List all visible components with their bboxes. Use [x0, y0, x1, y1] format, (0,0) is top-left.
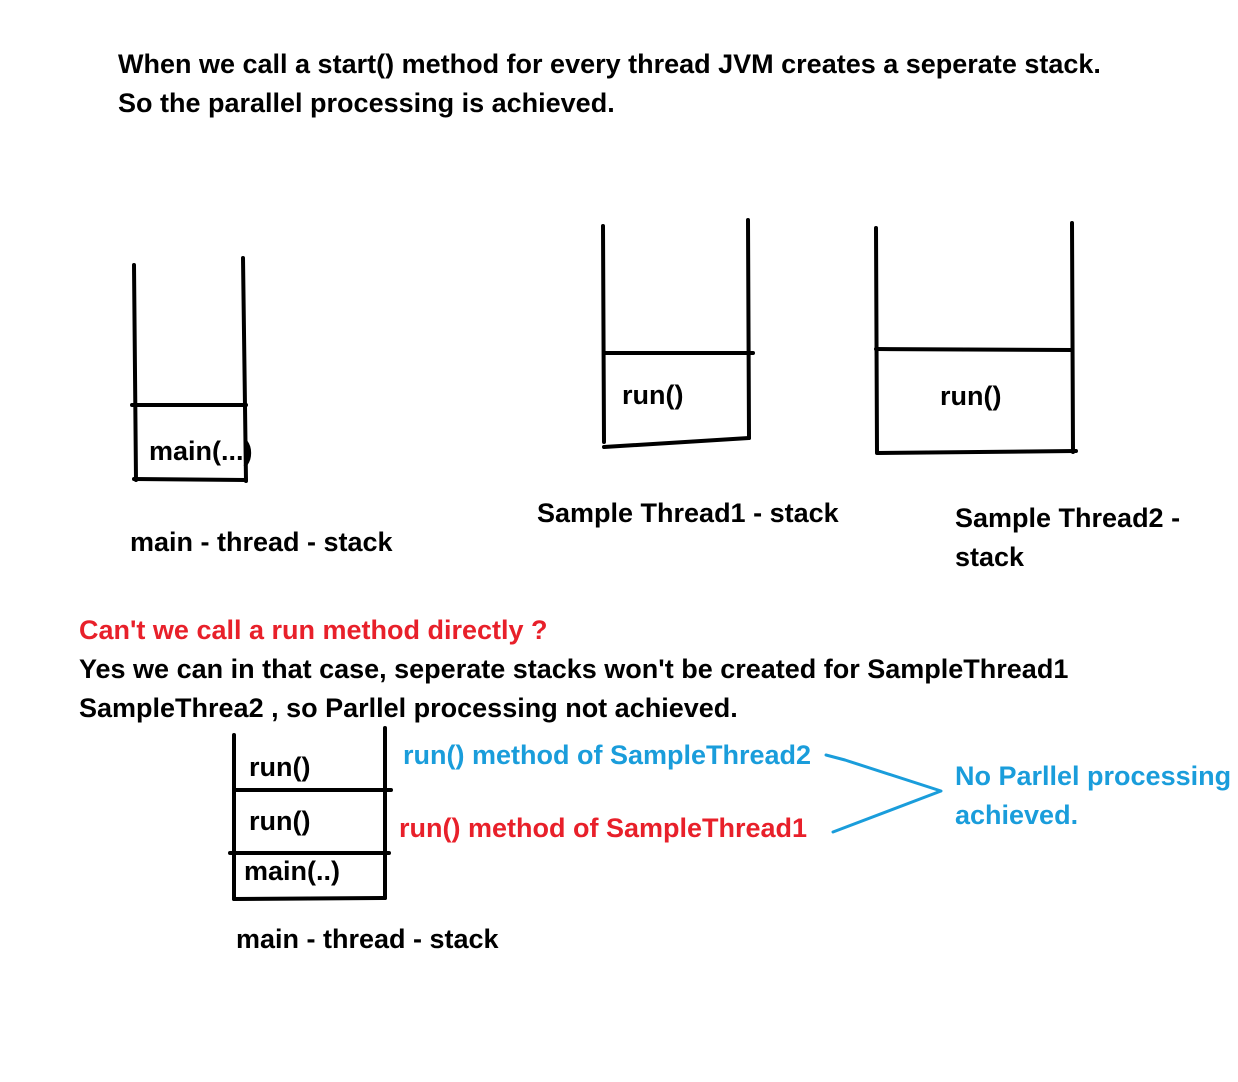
direct-stack-caption: main - thread - stack [236, 924, 499, 954]
thread1-stack-outline [601, 218, 755, 449]
main-stack-caption: main - thread - stack [130, 527, 393, 557]
intro-line-2: So the parallel processing is achieved. [118, 88, 615, 118]
direct-call-stack-outline [228, 726, 393, 901]
main-stack-frame: main(...) [149, 436, 253, 466]
thread1-stack-caption: Sample Thread1 - stack [537, 498, 839, 528]
main-stack-outline [130, 256, 248, 483]
thread2-stack-caption-line1: Sample Thread2 - [955, 503, 1181, 533]
thread2-stack-outline [874, 221, 1078, 455]
thread2-stack-caption-line2: stack [955, 542, 1025, 572]
bracket-lines [824, 753, 943, 834]
thread1-stack-frame: run() [622, 380, 684, 410]
direct-stack-frame-main: main(..) [244, 856, 341, 886]
conclusion-line-1: No Parllel processing [955, 761, 1232, 791]
thread2-stack-frame: run() [940, 381, 1002, 411]
question-text: Can't we call a run method directly ? [79, 615, 548, 645]
bracket-connector [824, 753, 943, 834]
label-run-thread2: run() method of SampleThread2 [403, 740, 812, 770]
direct-stack-frame-run-middle: run() [249, 806, 311, 836]
label-run-thread1: run() method of SampleThread1 [399, 813, 808, 843]
intro-line-1: When we call a start() method for every … [118, 49, 1101, 79]
conclusion-line-2: achieved. [955, 800, 1079, 830]
answer-line-1: Yes we can in that case, seperate stacks… [79, 654, 1069, 684]
direct-stack-frame-run-top: run() [249, 752, 311, 782]
answer-line-2: SampleThrea2 , so Parllel processing not… [79, 693, 738, 723]
stacks-strokes [130, 218, 1078, 901]
